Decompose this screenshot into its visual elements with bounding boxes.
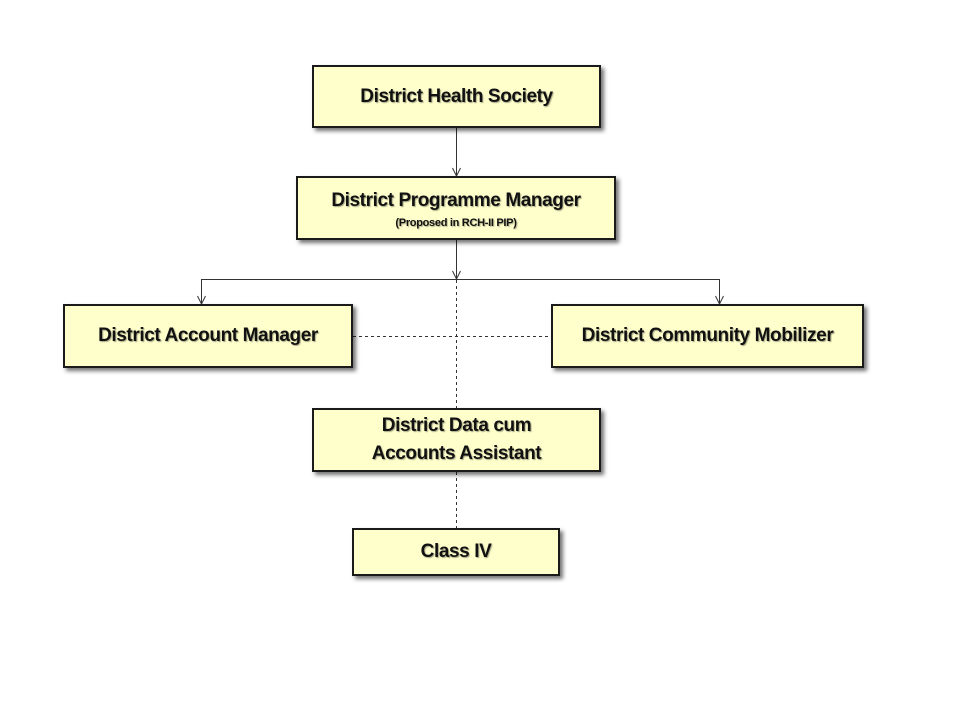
node-district-health-society: District Health Society: [312, 65, 601, 128]
node-title: District Programme Manager: [331, 190, 581, 212]
node-title: District Community Mobilizer: [581, 325, 834, 347]
node-district-data-cum-accounts-assistant: District Data cum Accounts Assistant: [312, 408, 601, 472]
node-title: Class IV: [420, 541, 492, 563]
node-subtitle: (Proposed in RCH-II PIP): [395, 216, 517, 229]
node-title: District Data cum Accounts Assistant: [371, 415, 542, 464]
node-district-account-manager: District Account Manager: [63, 304, 353, 368]
node-district-programme-manager: District Programme Manager (Proposed in …: [296, 176, 616, 240]
node-title: District Account Manager: [98, 325, 318, 347]
node-class-iv: Class IV: [352, 528, 560, 576]
node-district-community-mobilizer: District Community Mobilizer: [551, 304, 864, 368]
node-title: District Health Society: [360, 85, 553, 107]
